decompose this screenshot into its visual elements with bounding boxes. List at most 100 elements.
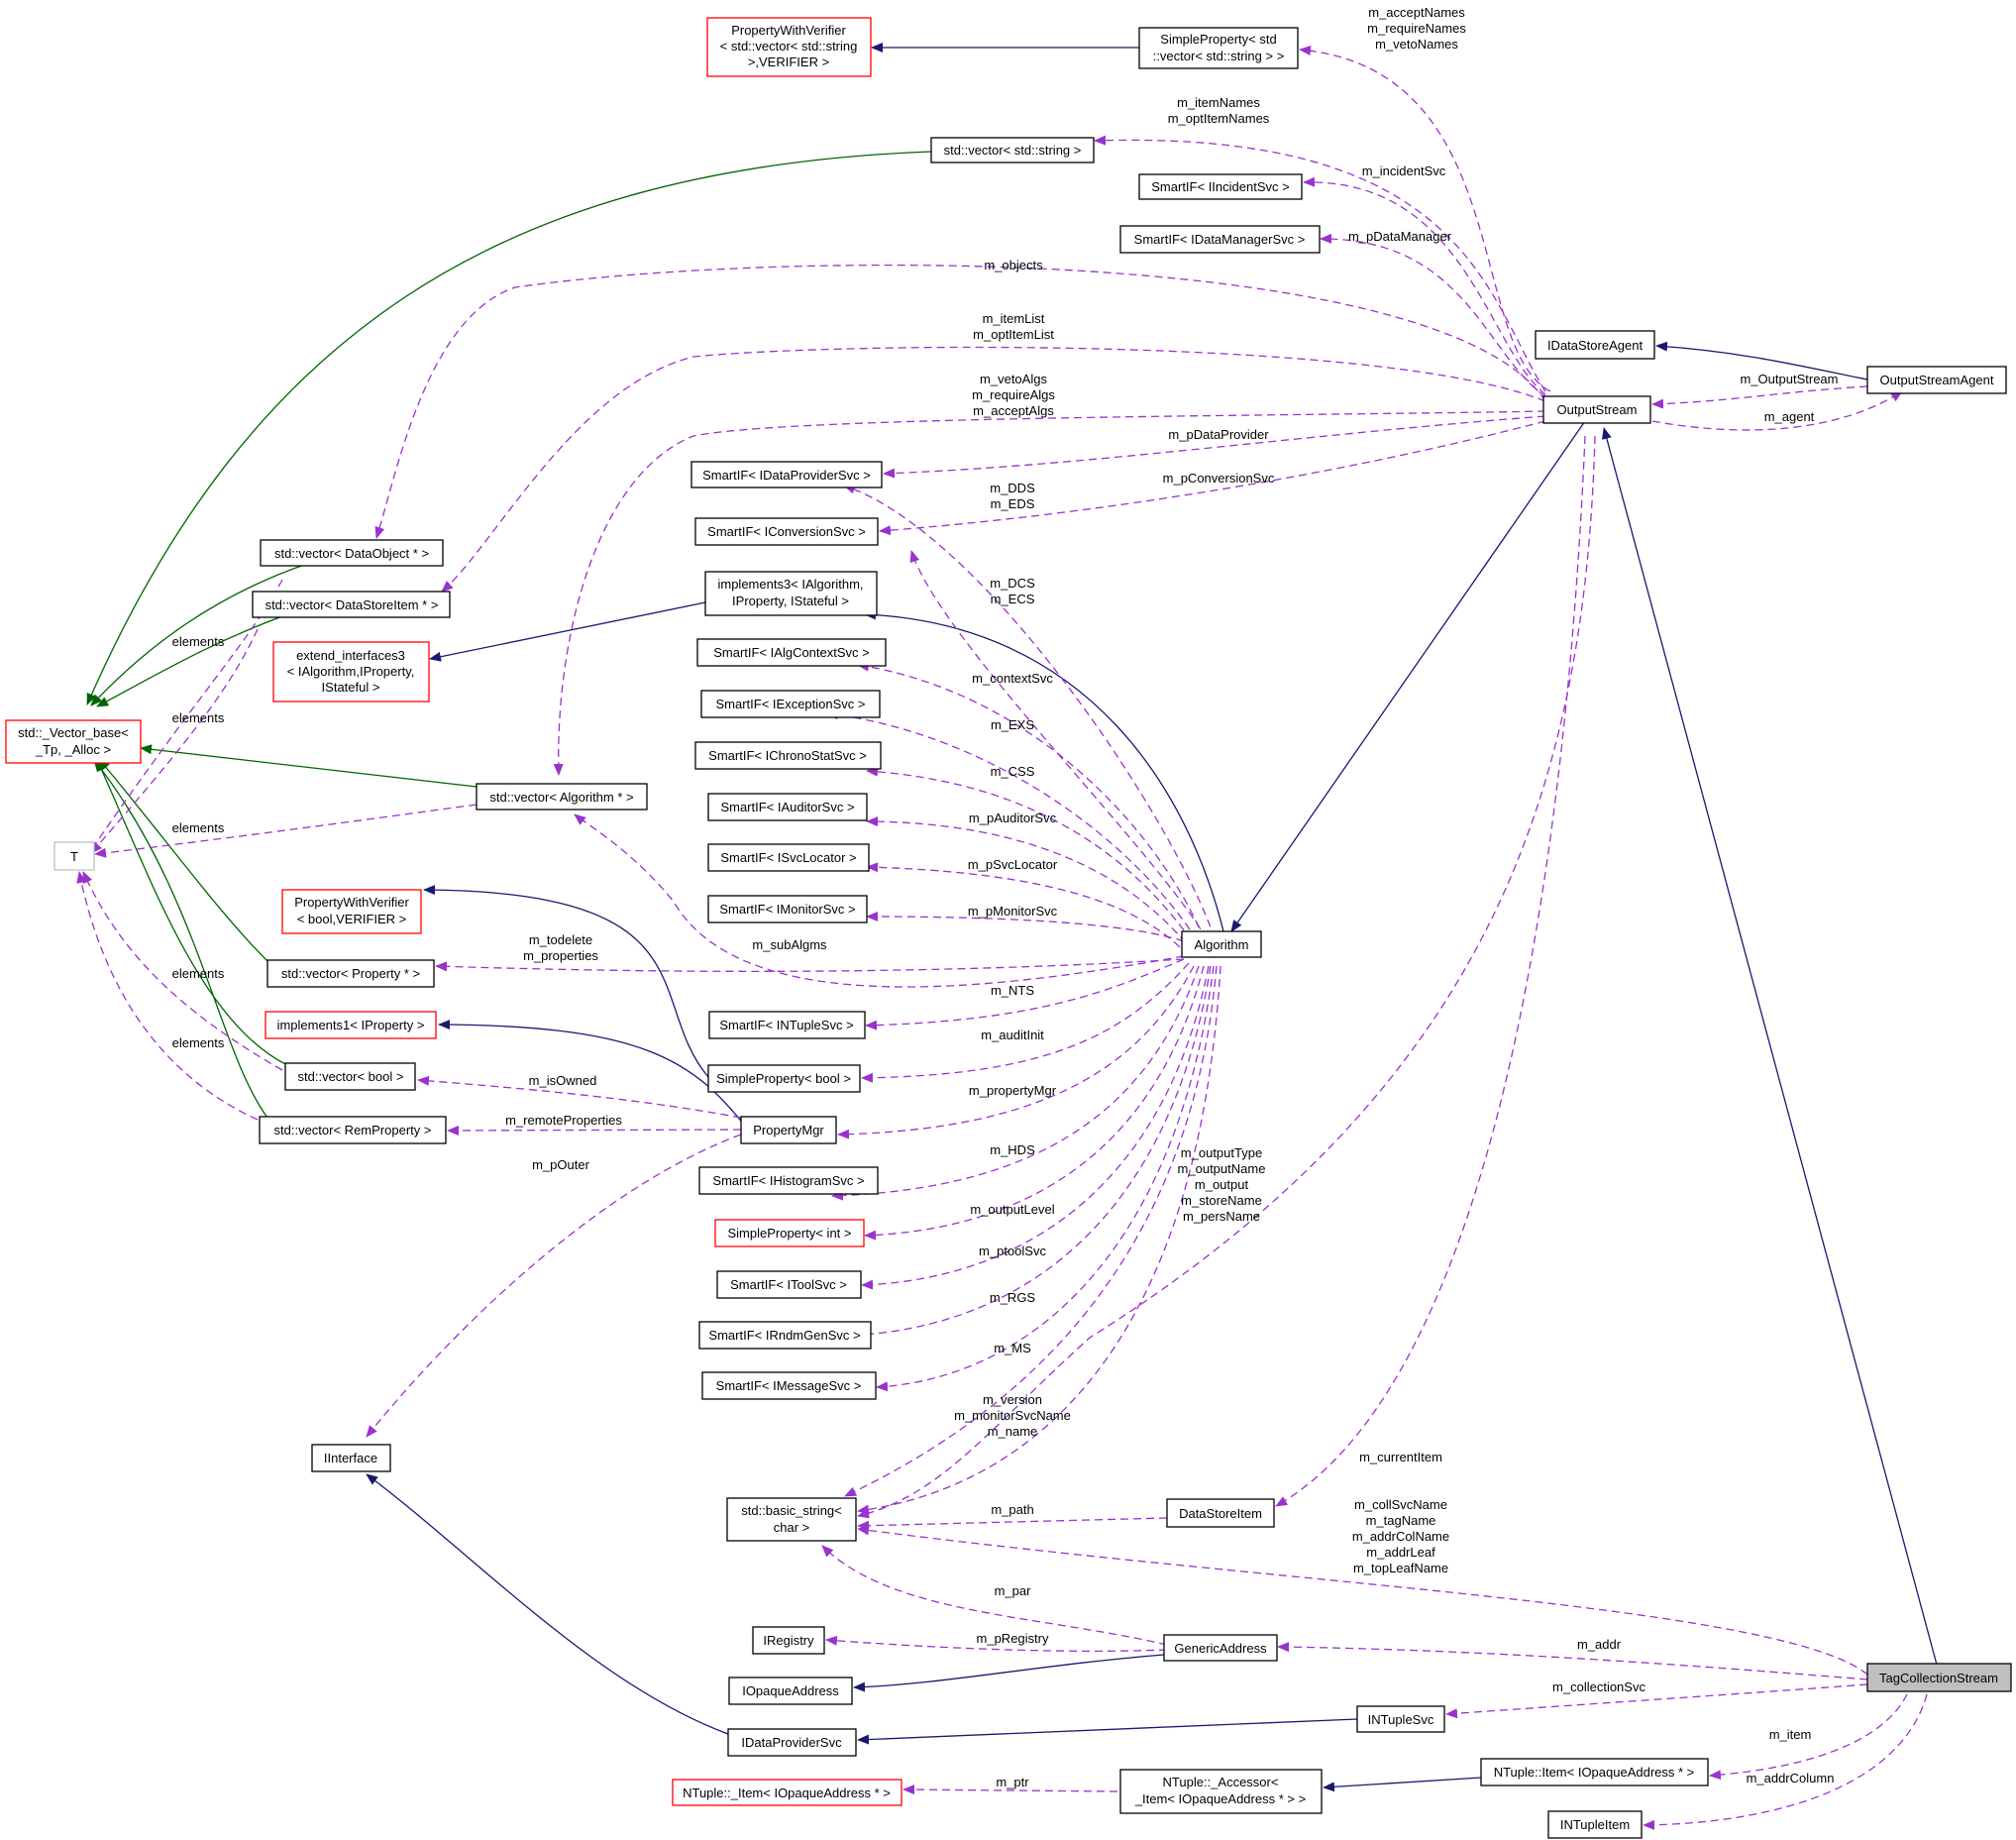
node-label-iinterface: IInterface [324, 1451, 377, 1465]
node-output-stream-agent[interactable]: OutputStreamAgent [1866, 366, 2007, 394]
node-tag-collection-stream[interactable]: TagCollectionStream [1866, 1663, 2012, 1692]
node-property-mgr[interactable]: PropertyMgr [740, 1116, 837, 1144]
nodes: PropertyWithVerifier < std::vector< std:… [5, 17, 2012, 1839]
node-label-pwv-vec-1: < std::vector< std::string [720, 39, 858, 54]
label-context-svc: m_contextSvc [972, 671, 1053, 686]
node-vector-property[interactable]: std::vector< Property * > [266, 959, 435, 988]
node-label-vector-base-1: _Tp, _Alloc > [35, 742, 111, 757]
node-smartif-datamanager[interactable]: SmartIF< IDataManagerSvc > [1119, 225, 1321, 254]
node-vector-remproperty[interactable]: std::vector< RemProperty > [259, 1116, 447, 1144]
node-label-implements1: implements1< IProperty > [277, 1018, 425, 1032]
node-iinterface[interactable]: IInterface [311, 1444, 391, 1472]
node-datastore-item[interactable]: DataStoreItem [1166, 1498, 1275, 1528]
edge-outputstream-pconversionsvc [879, 420, 1546, 536]
node-smartif-histogram[interactable]: SmartIF< IHistogramSvc > [698, 1166, 879, 1195]
edge-ntupleitem-to-accessor [1323, 1777, 1482, 1792]
node-intuple-item[interactable]: INTupleItem [1547, 1810, 1643, 1839]
node-simple-property-bool[interactable]: SimpleProperty< bool > [707, 1064, 861, 1093]
node-label-basic-string-1: char > [774, 1520, 810, 1535]
node-simple-property-int[interactable]: SimpleProperty< int > [714, 1219, 865, 1247]
node-vector-algorithm[interactable]: std::vector< Algorithm * > [476, 783, 648, 811]
node-smartif-incident[interactable]: SmartIF< IIncidentSvc > [1138, 173, 1303, 200]
node-smartif-rndmgen[interactable]: SmartIF< IRndmGenSvc > [698, 1321, 872, 1350]
node-smartif-chronostat[interactable]: SmartIF< IChronoStatSvc > [694, 741, 882, 770]
node-simple-property-vector[interactable]: SimpleProperty< std ::vector< std::strin… [1138, 27, 1299, 69]
node-std-vector-string[interactable]: std::vector< std::string > [930, 137, 1095, 163]
label-todelete-0: m_todelete [529, 932, 592, 947]
node-smartif-dataprovider[interactable]: SmartIF< IDataProviderSvc > [690, 461, 883, 488]
node-smartif-svclocator[interactable]: SmartIF< ISvcLocator > [707, 843, 870, 872]
node-vector-base[interactable]: std::_Vector_base< _Tp, _Alloc > [5, 719, 142, 764]
edge-algorithm-exs [826, 709, 1205, 952]
node-smartif-conversion[interactable]: SmartIF< IConversionSvc > [694, 517, 879, 546]
node-smartif-tool[interactable]: SmartIF< IToolSvc > [716, 1270, 862, 1299]
edge-algorithm-rgs [846, 965, 1212, 1341]
node-label-vector-bool: std::vector< bool > [298, 1069, 404, 1084]
node-smartif-exception[interactable]: SmartIF< IExceptionSvc > [700, 690, 881, 718]
edge-algorithm-ms [876, 965, 1215, 1392]
node-smartif-ntuple[interactable]: SmartIF< INTupleSvc > [708, 1011, 866, 1039]
node-label-vector-algorithm: std::vector< Algorithm * > [489, 790, 633, 805]
label-coll-svc-name-2: m_addrColName [1352, 1529, 1449, 1544]
label-veto-algs-1: m_requireAlgs [972, 387, 1055, 402]
node-ntuple-accessor[interactable]: NTuple::_Accessor< _Item< IOpaqueAddress… [1119, 1769, 1323, 1814]
node-property-with-verifier-vector[interactable]: PropertyWithVerifier < std::vector< std:… [706, 17, 872, 77]
edge-algorithm-to-outputstream [1230, 420, 1586, 932]
edge-tagcollection-item [1709, 1693, 1908, 1781]
node-smartif-message[interactable]: SmartIF< IMessageSvc > [701, 1371, 877, 1400]
node-intuple-svc[interactable]: INTupleSvc [1356, 1705, 1445, 1733]
node-implements3[interactable]: implements3< IAlgorithm, IProperty, ISta… [704, 571, 878, 616]
node-smartif-monitor[interactable]: SmartIF< IMonitorSvc > [707, 895, 868, 923]
edge-vectoralgorithm-elements [94, 804, 477, 858]
node-label-extend-interfaces3-2: IStateful > [322, 680, 380, 695]
node-iopaque-address[interactable]: IOpaqueAddress [728, 1677, 853, 1705]
node-idataprovider-svc[interactable]: IDataProviderSvc [727, 1728, 857, 1757]
node-smartif-auditor[interactable]: SmartIF< IAuditorSvc > [707, 793, 868, 821]
node-implements1[interactable]: implements1< IProperty > [265, 1011, 437, 1039]
node-property-with-verifier-bool[interactable]: PropertyWithVerifier < bool,VERIFIER > [281, 889, 422, 934]
node-output-stream[interactable]: OutputStream [1542, 395, 1651, 424]
edge-algorithm-dcs [909, 550, 1215, 952]
edges [76, 43, 1938, 1830]
label-css: m_CSS [991, 764, 1035, 779]
node-vector-dataobject[interactable]: std::vector< DataObject * > [260, 539, 444, 567]
label-todelete-1: m_properties [523, 948, 598, 963]
label-objects: m_objects [984, 258, 1043, 272]
node-label-intuple-svc: INTupleSvc [1368, 1712, 1434, 1727]
node-vector-datastoreitem[interactable]: std::vector< DataStoreItem * > [252, 591, 451, 618]
edge-outputstream-objects [374, 264, 1546, 539]
node-label-vector-property: std::vector< Property * > [281, 966, 420, 981]
node-label-idataprovider-svc: IDataProviderSvc [741, 1735, 842, 1750]
node-algorithm[interactable]: Algorithm [1181, 930, 1262, 958]
edge-algorithm-pauditorsvc [866, 816, 1195, 954]
label-p-data-provider: m_pDataProvider [1168, 427, 1269, 442]
node-t[interactable]: T [53, 841, 95, 871]
edge-outputstreamagent-to-idatastoreagent [1655, 341, 1868, 380]
node-label-extend-interfaces3-1: < IAlgorithm,IProperty, [287, 664, 415, 679]
edge-accessor-ptr [902, 1785, 1118, 1795]
node-basic-string[interactable]: std::basic_string< char > [726, 1497, 857, 1542]
edge-vectorbool-to-vectorbase [96, 759, 288, 1066]
edge-propertymgr-isowned [417, 1075, 742, 1119]
node-label-ntuple-item-ptr: NTuple::_Item< IOpaqueAddress * > [683, 1786, 891, 1800]
node-extend-interfaces3[interactable]: extend_interfaces3 < IAlgorithm,IPropert… [272, 641, 430, 703]
node-idatastore-agent[interactable]: IDataStoreAgent [1535, 330, 1655, 360]
edge-outputstream-agent [1651, 390, 1903, 431]
edge-intuplesvc-to-idataprovidersvc [857, 1718, 1358, 1745]
edge-tagcollectionstream-to-outputstream [1602, 427, 1938, 1666]
edge-tagcollection-addr [1277, 1642, 1868, 1680]
label-agent: m_agent [1764, 409, 1815, 424]
node-generic-address[interactable]: GenericAddress [1163, 1634, 1278, 1662]
node-ntuple-item-ptr[interactable]: NTuple::_Item< IOpaqueAddress * > [672, 1779, 902, 1806]
label-version-2: m_name [988, 1424, 1038, 1439]
node-vector-bool[interactable]: std::vector< bool > [284, 1062, 416, 1091]
edge-idataprovidersvc-to-iinterface [366, 1473, 729, 1735]
label-elements-4: elements [172, 966, 225, 981]
node-smartif-algcontext[interactable]: SmartIF< IAlgContextSvc > [696, 638, 887, 667]
node-ntuple-item[interactable]: NTuple::Item< IOpaqueAddress * > [1480, 1758, 1709, 1786]
node-iregistry[interactable]: IRegistry [752, 1626, 825, 1655]
edge-vectoralgorithm-to-vectorbase [140, 744, 477, 788]
label-item-list-1: m_optItemList [973, 327, 1054, 342]
edge-algorithm-ptoolsvc [861, 965, 1210, 1290]
